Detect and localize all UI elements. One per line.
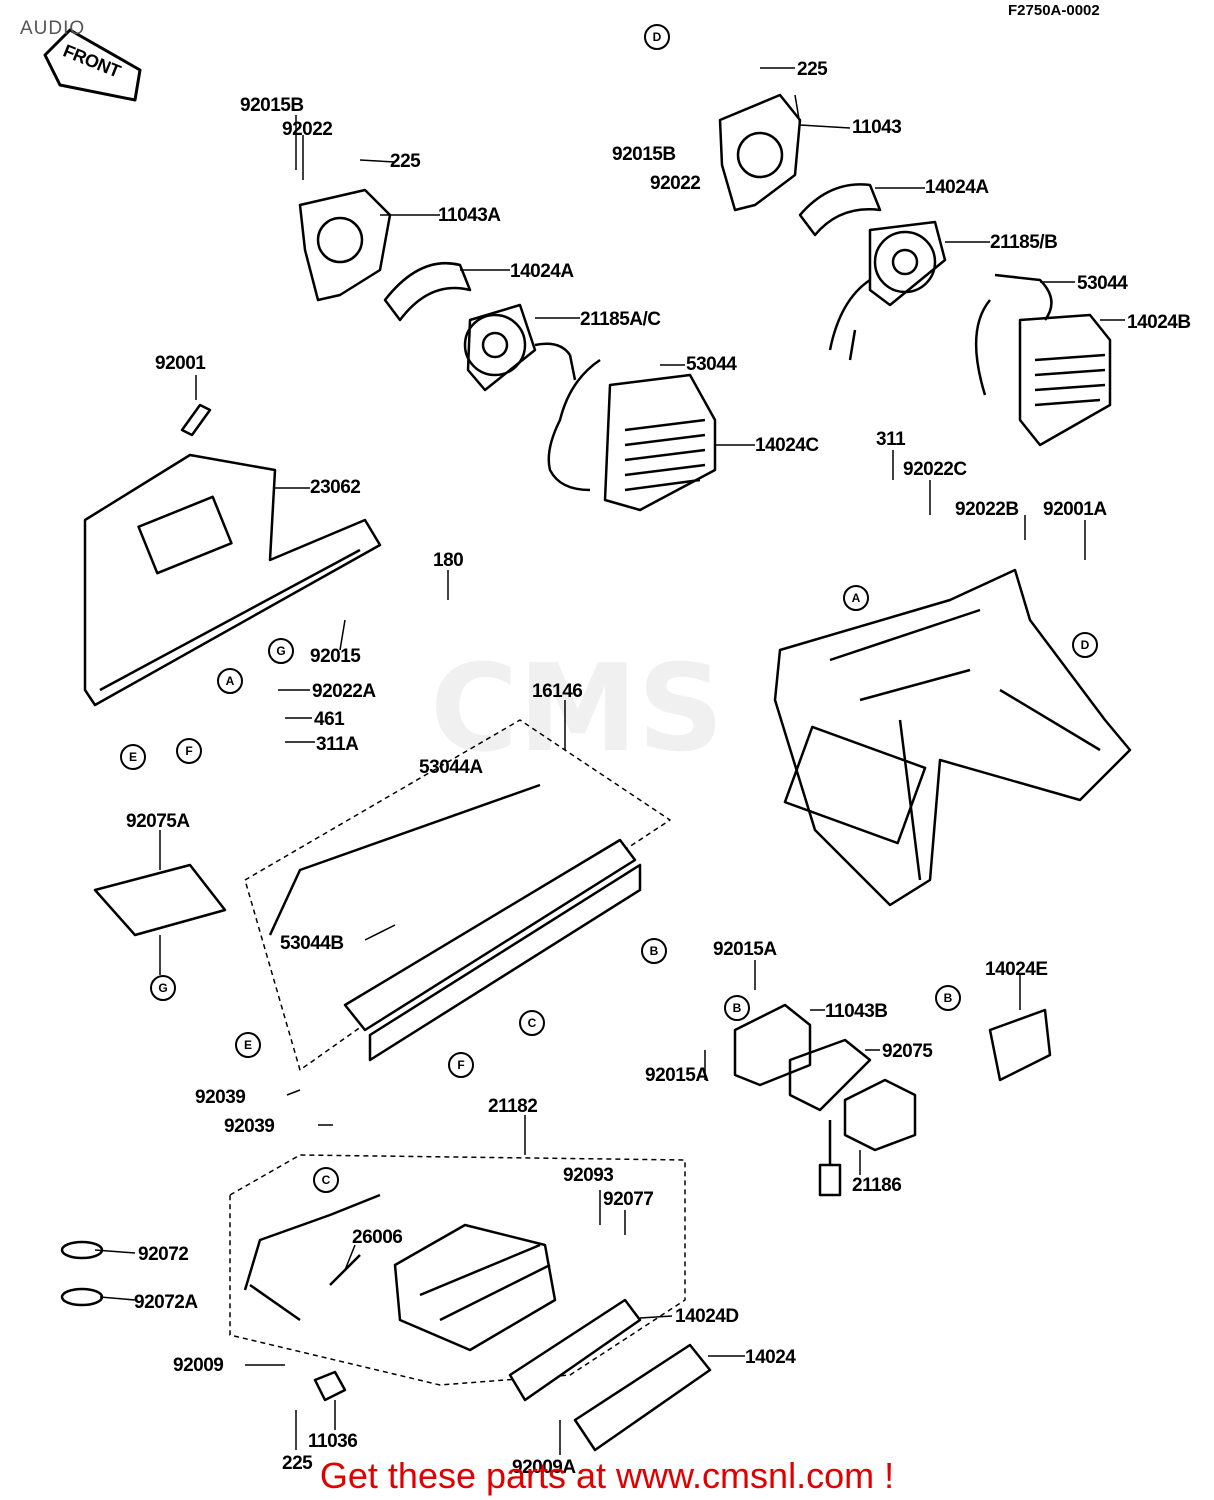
ref-letter: A	[217, 668, 243, 694]
watermark: CMS	[430, 640, 724, 779]
part-label: 16146	[532, 681, 583, 702]
part-label: 461	[314, 709, 345, 730]
radio-unit	[393, 1223, 557, 1352]
part-label: 14024	[745, 1347, 796, 1368]
ref-letter: G	[268, 638, 294, 664]
part-label: 92072	[138, 1244, 189, 1265]
harness-26006	[243, 1193, 381, 1322]
part-label: 21186	[852, 1175, 902, 1196]
ref-letter: E	[235, 1032, 261, 1058]
wire-53044-left	[547, 358, 601, 492]
ref-letter: D	[1072, 632, 1098, 658]
part-label: 92001A	[1043, 499, 1107, 520]
speaker-bracket-left	[298, 188, 392, 302]
part-label: 92093	[563, 1165, 614, 1186]
part-label: 21185/B	[990, 232, 1058, 253]
part-label: 14024C	[755, 435, 819, 456]
part-label: 92075	[882, 1041, 933, 1062]
bracket-11036	[313, 1370, 347, 1402]
part-label: 53044	[686, 354, 737, 375]
part-label: 92015A	[645, 1065, 709, 1086]
part-label: 23062	[310, 477, 361, 498]
part-label: 92022A	[312, 681, 376, 702]
part-label: 92022	[282, 119, 333, 140]
gasket-92075	[788, 1038, 872, 1112]
part-label: 21185A/C	[580, 309, 661, 330]
ref-letter: E	[120, 744, 146, 770]
part-label: 311	[876, 429, 906, 450]
part-label: 92039	[224, 1116, 275, 1137]
part-label: 225	[390, 151, 421, 172]
ref-letter: A	[843, 585, 869, 611]
ref-letter: B	[641, 938, 667, 964]
part-label: 92022B	[955, 499, 1019, 520]
cover-14024E	[988, 1008, 1052, 1082]
part-label: 92015	[310, 646, 361, 667]
pad-92075A	[93, 863, 227, 937]
part-label: 92015B	[612, 144, 676, 165]
ref-letter: B	[724, 995, 750, 1021]
wire-53044-right	[974, 273, 1053, 396]
part-label: 92009	[173, 1355, 224, 1376]
part-label: 14024A	[925, 177, 989, 198]
part-label: 14024A	[510, 261, 574, 282]
part-label: 225	[797, 59, 828, 80]
lid-frame	[343, 838, 637, 1032]
part-label: 92022	[650, 173, 701, 194]
fairing-housing	[773, 568, 1132, 907]
rod-53044A	[268, 783, 541, 936]
part-label: 92022C	[903, 459, 967, 480]
part-label: 21182	[488, 1096, 538, 1117]
ref-letter: C	[313, 1167, 339, 1193]
part-label: 92001	[155, 353, 206, 374]
speaker-cover-right	[1018, 313, 1112, 447]
part-label: 53044A	[419, 757, 483, 778]
ref-letter: B	[935, 985, 961, 1011]
ref-letter: D	[644, 24, 670, 50]
footer-link-text[interactable]: Get these parts at www.cmsnl.com !	[319, 1455, 895, 1496]
part-label: 92039	[195, 1087, 246, 1108]
diagram-code: F2750A-0002	[1008, 2, 1100, 19]
bolt-92001	[180, 403, 212, 437]
switch-21186	[843, 1078, 917, 1152]
speaker-trim-left	[383, 261, 472, 322]
front-arrow-shape	[43, 28, 142, 102]
part-label: 92075A	[126, 811, 190, 832]
part-label: 11036	[308, 1431, 358, 1452]
part-label: 92077	[603, 1189, 654, 1210]
part-label: 26006	[352, 1227, 403, 1248]
part-label: 180	[433, 550, 464, 571]
part-label: 14024E	[985, 959, 1048, 980]
faceplate-14024D	[508, 1298, 642, 1402]
ref-letter: F	[448, 1052, 474, 1078]
part-label: 92009A	[512, 1457, 576, 1478]
speaker-trim-right	[798, 183, 882, 237]
speaker-cover-left	[603, 373, 717, 512]
part-label: 92015B	[240, 95, 304, 116]
ref-letter: F	[176, 738, 202, 764]
ref-letter: G	[150, 975, 176, 1001]
part-label: 92072A	[134, 1292, 198, 1313]
ref-letter: C	[519, 1010, 545, 1036]
part-label: 11043	[852, 117, 902, 138]
part-label: 14024B	[1127, 312, 1191, 333]
part-label: 225	[282, 1453, 313, 1474]
part-label: 53044	[1077, 273, 1128, 294]
part-label: 311A	[316, 734, 359, 755]
radio-box-21182	[229, 1154, 686, 1386]
part-label: 53044B	[280, 933, 344, 954]
faceplate-14024	[573, 1343, 712, 1452]
part-label: 14024D	[675, 1306, 739, 1327]
clamp-92072A	[60, 1287, 104, 1307]
diagram-title: AUDIO	[20, 18, 86, 39]
part-label: 11043A	[438, 205, 501, 226]
speaker-bracket-right	[718, 93, 802, 212]
part-label: 92015A	[713, 939, 777, 960]
part-label: 11043B	[825, 1001, 888, 1022]
